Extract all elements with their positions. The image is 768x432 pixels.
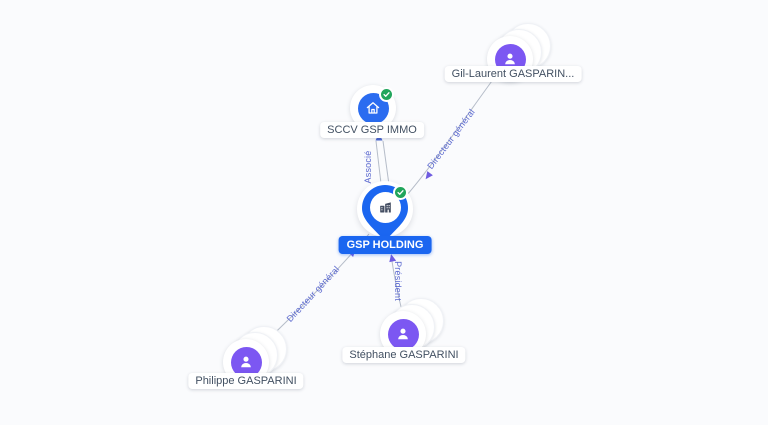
verified-badge-icon [393, 185, 408, 200]
edge-arrow-icon-gil-laurent [425, 171, 433, 180]
edge-gil-laurent-gsp-holding [399, 73, 498, 204]
verified-badge-icon [379, 87, 394, 102]
home-icon [366, 102, 380, 114]
node-philippe[interactable] [223, 326, 287, 385]
edge-label-associe: Associé [363, 150, 373, 184]
node-gsp-holding[interactable] [357, 181, 413, 242]
node-label-sccv-gsp-immo[interactable]: SCCV GSP IMMO [320, 122, 424, 138]
edge-label-president: Président [393, 261, 403, 301]
person-icon [387, 318, 419, 350]
node-label-gil-laurent[interactable]: Gil-Laurent GASPARIN... [444, 66, 582, 82]
user-icon [505, 53, 515, 65]
node-label-stephane[interactable]: Stéphane GASPARINI [342, 347, 466, 363]
edge-arrow-icon-stephane [389, 254, 397, 263]
node-stephane[interactable] [380, 298, 444, 357]
user-icon [241, 356, 251, 368]
building-icon [379, 202, 391, 213]
canvas-bottom-strip [0, 425, 768, 432]
node-label-gsp-holding[interactable]: GSP HOLDING [338, 236, 432, 254]
node-label-philippe[interactable]: Philippe GASPARINI [188, 373, 304, 389]
person-icon [230, 346, 262, 378]
user-icon [398, 328, 408, 340]
